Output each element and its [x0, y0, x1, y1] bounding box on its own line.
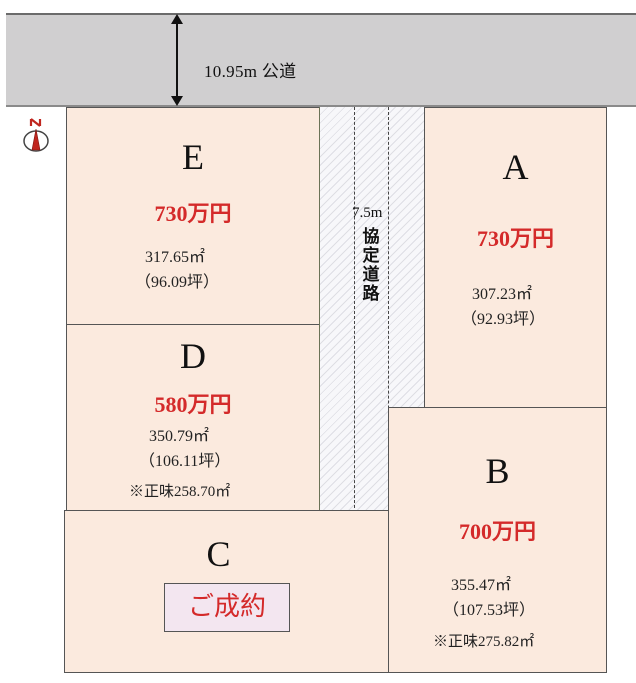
- lot-area-m2: 307.23㎡: [472, 286, 533, 303]
- lot-price: 580万円: [154, 392, 232, 417]
- public-road: [6, 13, 636, 107]
- lot-area-m2: 355.47㎡: [451, 577, 512, 594]
- north-arrow-icon: [23, 118, 49, 152]
- lot-area-tsubo: （92.93坪）: [461, 311, 546, 328]
- private-road-centerline-right: [388, 107, 389, 513]
- lot-area-m2: 350.79㎡: [149, 428, 210, 445]
- lot-e[interactable]: E 730万円 317.65㎡ （96.09坪）: [66, 107, 320, 325]
- lot-price: 700万円: [458, 519, 536, 544]
- arrow-up-icon: [171, 14, 183, 24]
- private-road-type-label: 協 定 道 路: [362, 228, 380, 304]
- lot-net-area: ※正味275.82㎡: [433, 634, 535, 650]
- lot-area-m2: 317.65㎡: [145, 249, 206, 266]
- private-road-centerline-left: [354, 107, 355, 513]
- lot-d[interactable]: D 580万円 350.79㎡ （106.11坪） ※正味258.70㎡: [66, 324, 320, 512]
- lot-a[interactable]: A 730万円 307.23㎡ （92.93坪）: [424, 107, 607, 408]
- lot-letter: A: [502, 147, 529, 187]
- private-road-char: 協: [362, 227, 380, 247]
- lot-area-tsubo: （106.11坪）: [139, 453, 231, 470]
- private-road-char: 道: [362, 265, 380, 285]
- lot-price: 730万円: [154, 201, 232, 226]
- lot-letter: C: [206, 534, 231, 574]
- lot-letter: B: [485, 451, 510, 491]
- lot-area-tsubo: （107.53坪）: [443, 602, 536, 619]
- lot-letter: E: [182, 137, 204, 177]
- private-road-width-label: 7.5m: [352, 205, 383, 221]
- lot-letter: D: [180, 336, 206, 376]
- road-width-dimension-line: [176, 18, 178, 104]
- public-road-label: 10.95m 公道: [204, 62, 297, 81]
- lot-area-tsubo: （96.09坪）: [135, 274, 220, 291]
- lot-price: 730万円: [476, 226, 554, 251]
- lot-net-area: ※正味258.70㎡: [129, 484, 231, 500]
- sold-badge: ご成約: [164, 583, 290, 632]
- private-road-char: 路: [362, 284, 380, 304]
- arrow-down-icon: [171, 96, 183, 106]
- private-road-char: 定: [362, 246, 380, 266]
- lot-b[interactable]: B 700万円 355.47㎡ （107.53坪） ※正味275.82㎡: [388, 407, 607, 673]
